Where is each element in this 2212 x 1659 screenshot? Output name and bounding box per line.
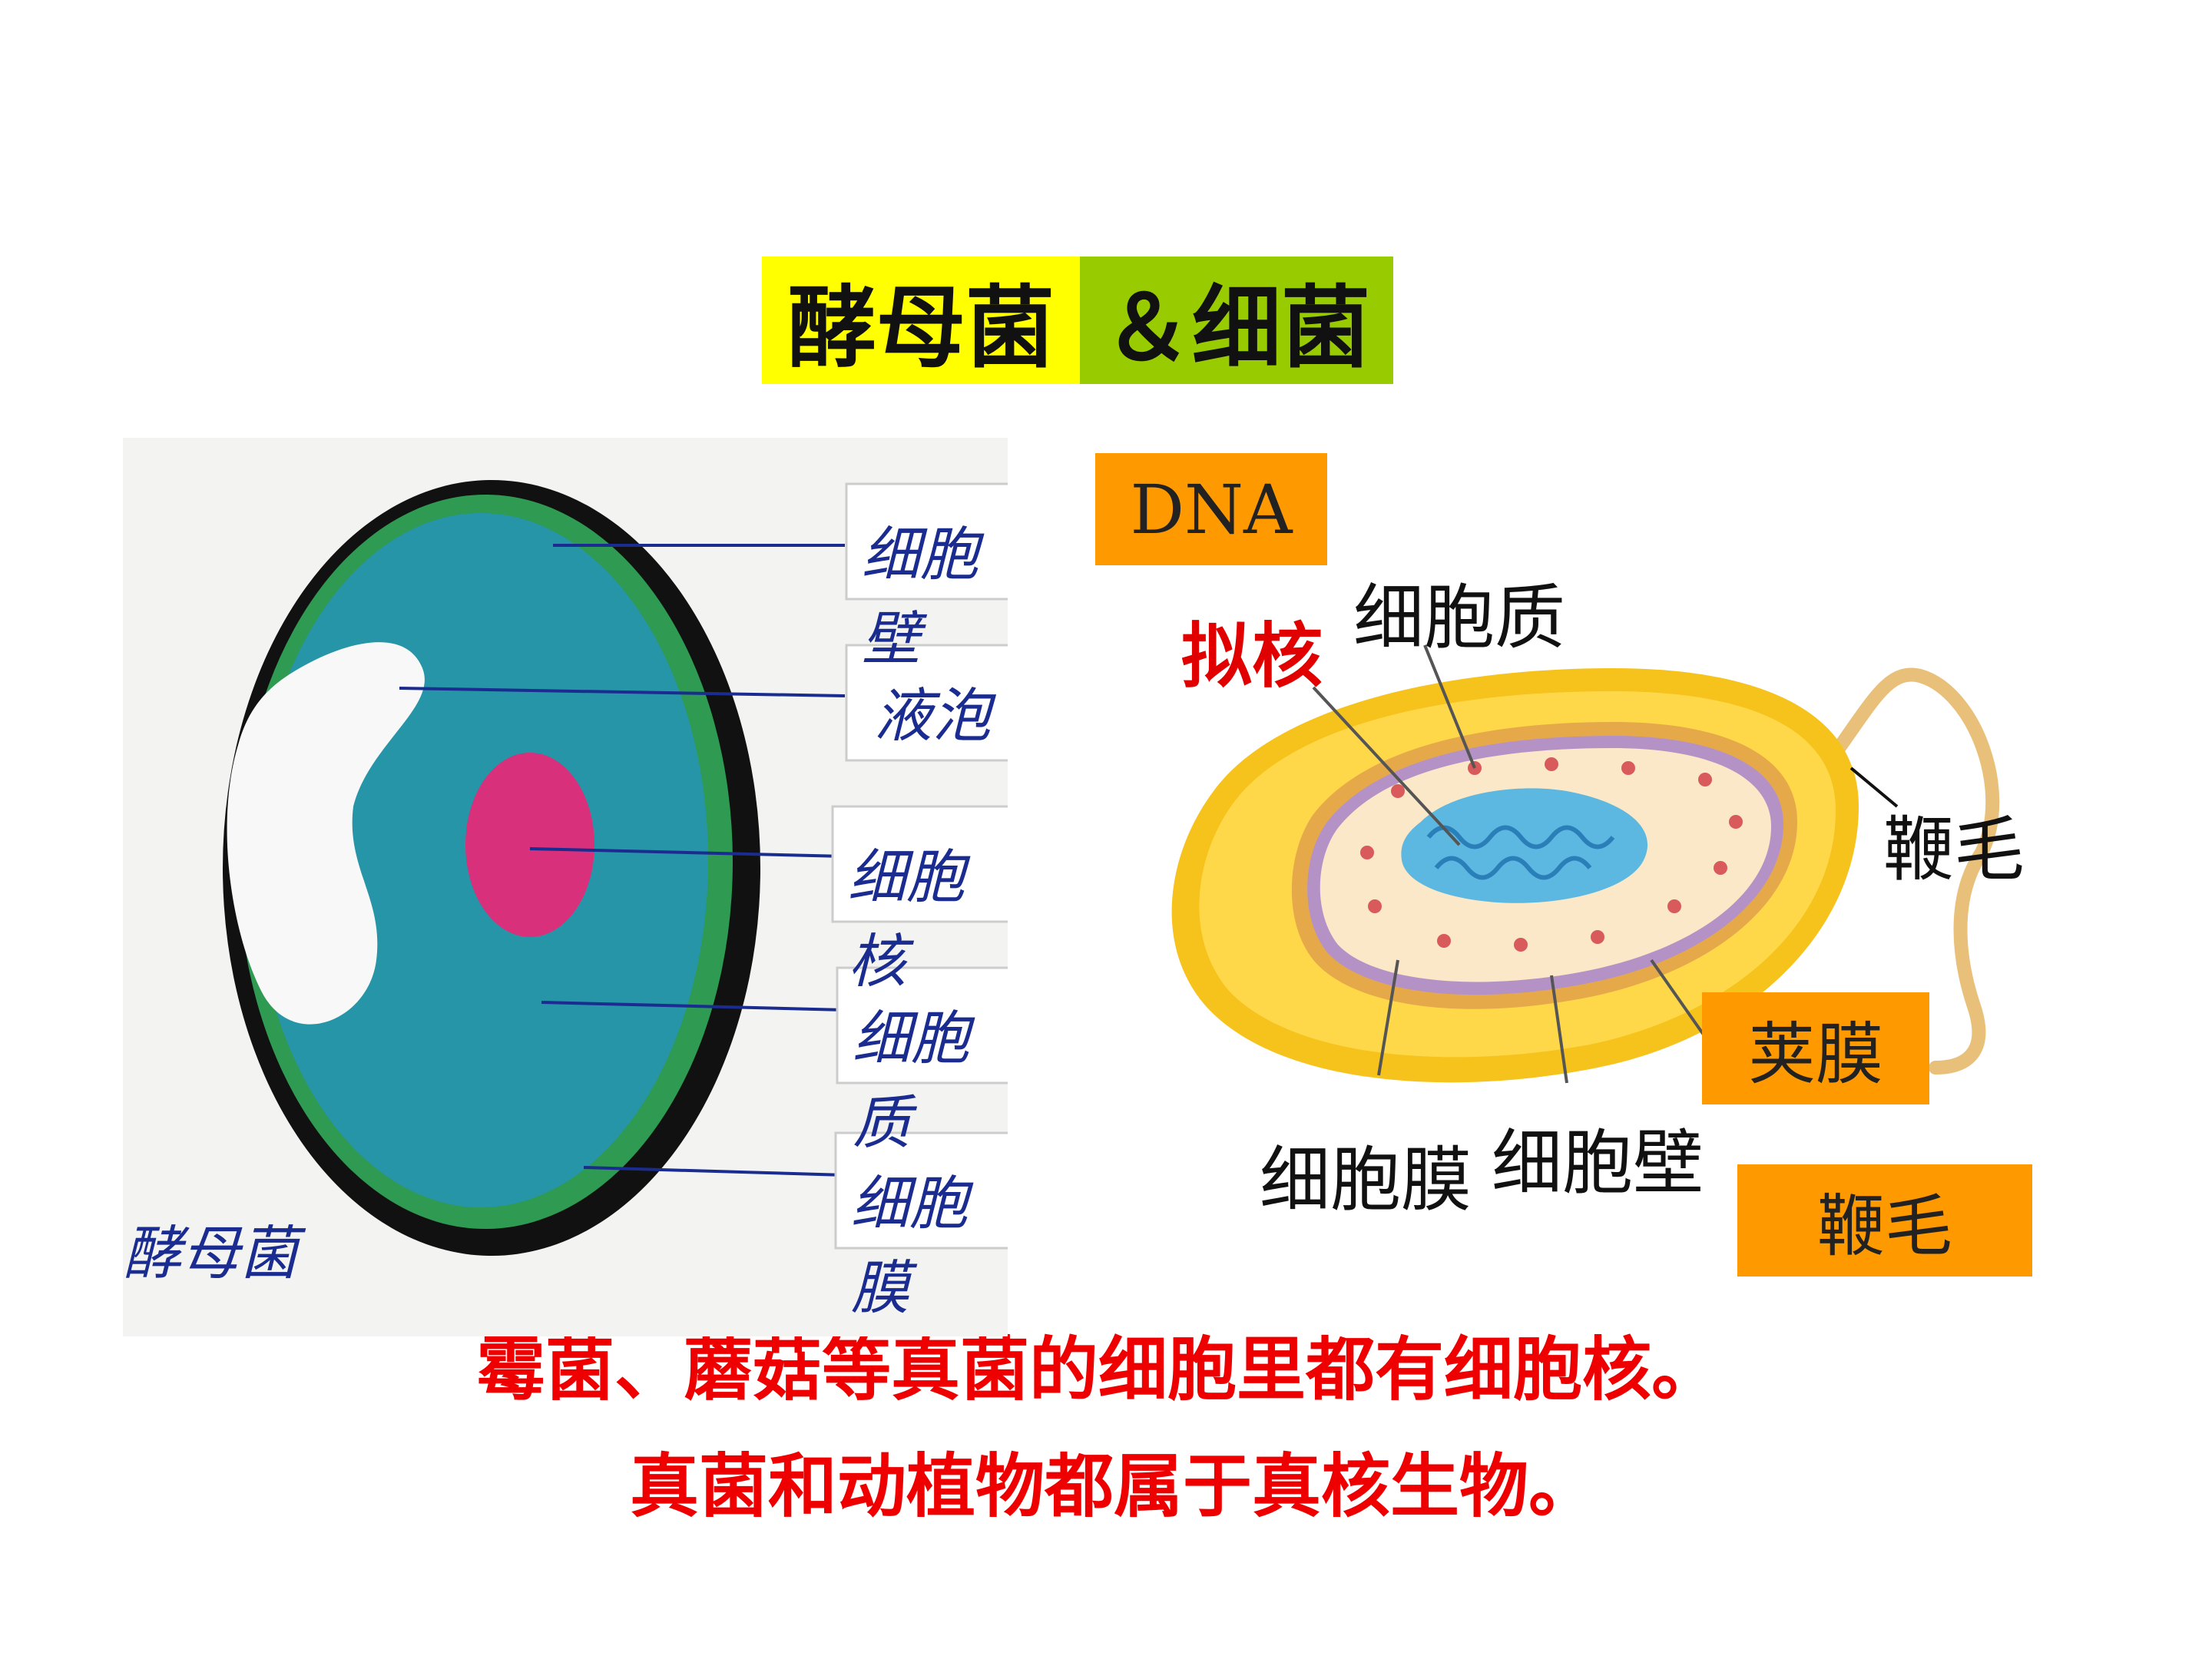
yeast-label-membrane: 细胞膜 (851, 1169, 968, 1322)
wall-label: 细胞壁 (1492, 1122, 1704, 1204)
yeast-label-vacuole: 液泡 (874, 681, 991, 750)
yeast-model-name: 酵母菌 (123, 1219, 298, 1287)
caption-line1: 霉菌、蘑菇等真菌的细胞里都有细胞核。 (476, 1330, 1720, 1410)
bacterium-illustration (1171, 644, 2000, 1084)
yeast-cell-diagram (223, 480, 1008, 1256)
title-yeast: 酵母菌 (762, 257, 1080, 384)
yeast-label-wall: 细胞壁 (862, 520, 979, 673)
yeast-model-photo: 细胞壁 液泡 细胞核 细胞质 细胞膜 酵母菌 (123, 438, 1008, 1336)
title-bacteria: ＆细菌 (1080, 257, 1393, 384)
cytoplasm-label: 细胞质 (1353, 577, 1566, 659)
caption-line2: 真菌和动植物都属于真核生物。 (630, 1446, 1598, 1527)
yeast-label-cytoplasm: 细胞质 (853, 1004, 969, 1157)
nucleoid-label: 拟核 (1181, 614, 1323, 697)
capsule-box: 荚膜 (1702, 992, 1929, 1104)
flagellum-label: 鞭毛 (1883, 809, 2025, 891)
flagellum-box: 鞭毛 (1737, 1164, 2032, 1277)
dna-box: DNA (1095, 453, 1327, 565)
yeast-label-nucleus: 细胞核 (848, 843, 965, 995)
membrane-label: 细胞膜 (1260, 1139, 1472, 1221)
